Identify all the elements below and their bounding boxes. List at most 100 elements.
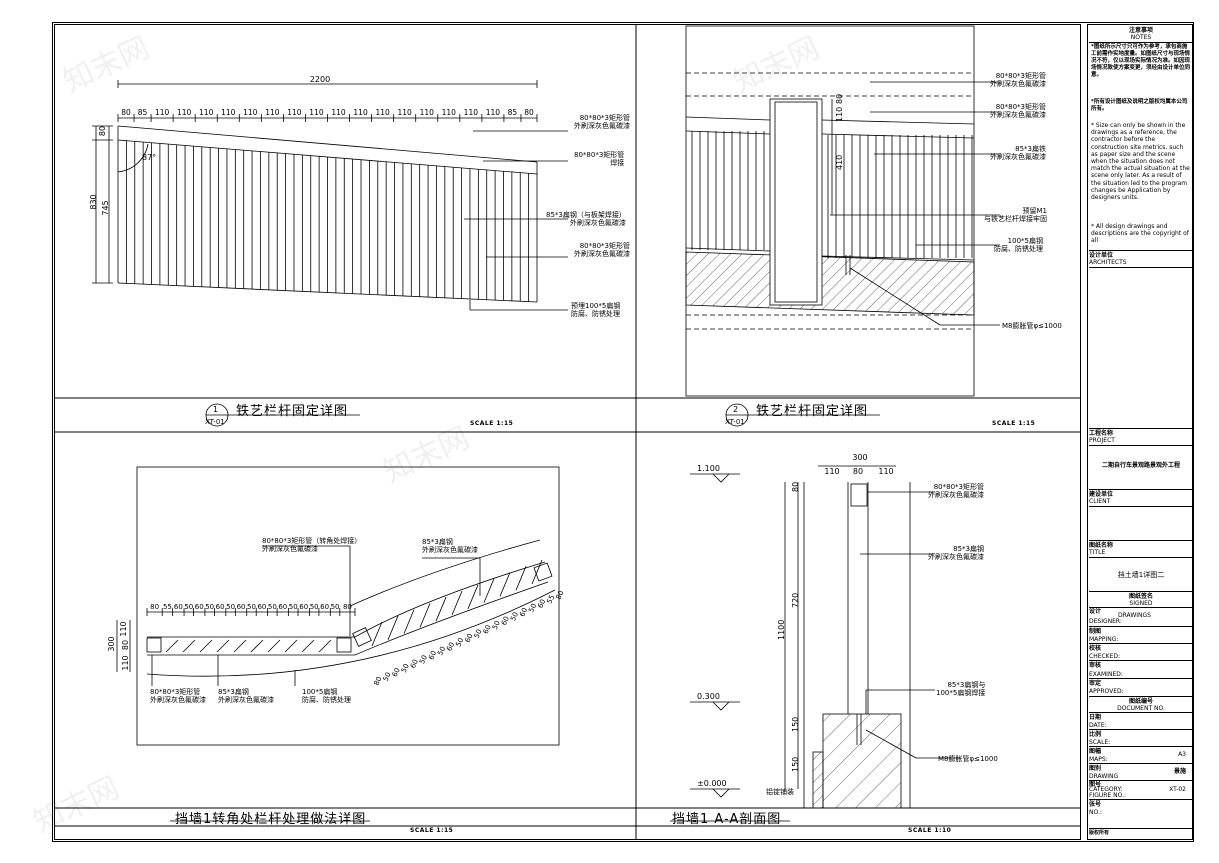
p3-note-2: 85*3扁钢 外刷深灰色氟碳漆 xyxy=(422,538,478,554)
p1-scale: SCALE 1:15 xyxy=(470,420,514,427)
tb-project-value: 二期自行车景观路景观外工程 xyxy=(1101,462,1180,469)
p3-note-5: 100*5扁钢 防腐、防锈处理 xyxy=(302,688,351,704)
p1-dim-label: 110 xyxy=(265,108,280,117)
p2-note-3: 85*3扁铁 外刷深灰色氟碳漆 xyxy=(990,145,1046,161)
svg-text:110: 110 xyxy=(824,467,839,476)
tb-category-cn: 图号 xyxy=(1089,781,1102,788)
p1-dim-label: 110 xyxy=(353,108,368,117)
p3-dim-label: 80 xyxy=(343,603,352,611)
p1-dim-label: 110 xyxy=(199,108,214,117)
p1-dim-label: 110 xyxy=(221,108,236,117)
tb-notes-body-en2: * All design drawings and descriptions a… xyxy=(1091,223,1189,245)
p3-dim-label: 50 xyxy=(205,603,214,611)
tb-project-en: PROJECT xyxy=(1089,437,1115,444)
svg-text:87°: 87° xyxy=(142,153,156,162)
p3-picket xyxy=(531,559,543,585)
p2-note-1: 80*80*3矩形管 外刷深灰色氟碳漆 xyxy=(990,72,1046,88)
p3-picket xyxy=(284,639,298,653)
panel3-corner-plan xyxy=(116,466,560,746)
svg-text:300: 300 xyxy=(852,453,867,462)
p3-dim-label: 80 xyxy=(150,603,159,611)
tb-examined-en: EXAMINED: xyxy=(1089,671,1123,678)
p3-dim-label: 50 xyxy=(268,603,277,611)
p1-dim-label: 110 xyxy=(243,108,258,117)
p3-picket xyxy=(499,572,511,597)
p4-scale: SCALE 1:10 xyxy=(908,827,952,834)
p3-picket xyxy=(165,639,179,653)
tb-date-cn: 日期 xyxy=(1089,714,1102,721)
p1-dim-label: 85 xyxy=(508,108,518,117)
tb-approved-en: APPROVED: xyxy=(1089,688,1124,695)
svg-text:80: 80 xyxy=(835,94,844,104)
p3-dim-label: 60 xyxy=(320,603,329,611)
p3-curve-dim-label: 50 xyxy=(382,671,393,682)
p3-dim-label: 50 xyxy=(289,603,298,611)
svg-text:80: 80 xyxy=(853,467,863,476)
p2-title: 铁艺栏杆固定详图 xyxy=(756,404,869,419)
p3-curve-dim-label: 50 xyxy=(473,628,484,639)
p1-dim-label: 80 xyxy=(524,108,534,117)
p3-picket xyxy=(419,603,431,628)
p4-note-3: 85*3扁钢与 100*5扁钢焊接 xyxy=(936,681,986,697)
tb-architects-en: ARCHITECTS xyxy=(1089,259,1127,266)
p3-picket xyxy=(216,639,230,653)
svg-text:110: 110 xyxy=(878,467,893,476)
panel4-aa-section xyxy=(690,465,960,809)
p3-picket xyxy=(387,615,399,640)
tb-notes-body-cn2: *所有设计图纸及说明之版权均属本公司所有。 xyxy=(1091,99,1188,112)
p1-note-4: 80*80*3矩形管 外刷深灰色氟碳漆 xyxy=(574,242,630,258)
tb-scale-en: SCALE: xyxy=(1089,739,1111,746)
p3-dim-label: 60 xyxy=(195,603,204,611)
tb-no-cn: 张号 xyxy=(1089,801,1102,808)
tb-mapping-cn: 制图 xyxy=(1089,628,1102,635)
tb-notes-cn: 注意事项 xyxy=(1128,27,1153,34)
tb-drawing-value: 景施 xyxy=(1173,768,1186,775)
p3-curve-dim-label: 60 xyxy=(500,615,511,626)
svg-text:±0.000: ±0.000 xyxy=(697,779,727,788)
tb-drawing-cn: 图别 xyxy=(1089,765,1102,772)
p3-picket xyxy=(182,639,196,653)
sheet-border xyxy=(52,22,1194,842)
tb-approved-cn: 审定 xyxy=(1089,680,1102,687)
p3-dim-label: 60 xyxy=(257,603,266,611)
p3-curve-dim-label: 50 xyxy=(436,645,447,656)
p3-note-3: 80*80*3矩形管 外刷深灰色氟碳漆 xyxy=(150,688,206,704)
p3-dim-label: 60 xyxy=(216,603,225,611)
p3-note-1: 80*80*3矩形管（转角处焊接） 外刷深灰色氟碳漆 xyxy=(262,537,362,553)
panel1-railing-elevation xyxy=(92,80,568,311)
svg-text:110: 110 xyxy=(119,621,128,636)
svg-text:410: 410 xyxy=(835,155,844,170)
svg-text:830: 830 xyxy=(89,194,98,209)
p4-note-5: 铝锭铺装 xyxy=(766,788,794,796)
p1-note-3: 85*3扁钢（与板架焊接） 外刷深灰色氟碳漆 xyxy=(546,211,626,227)
p2-note-5: 100*5扁钢 防腐、防锈处理 xyxy=(994,237,1043,253)
p3-dim-label: 60 xyxy=(174,603,183,611)
p1-code: XT-01 xyxy=(205,418,225,426)
tb-notes-body-cn: *图纸所示尺寸只可作为参考，承包商施工前需作实地度量。如图纸尺寸与现场情况不符，… xyxy=(1091,44,1191,78)
p3-picket xyxy=(515,566,527,591)
tb-figure-value: XT-02 xyxy=(1169,786,1186,793)
p3-curve-dim-label: 60 xyxy=(518,607,529,618)
p3-picket xyxy=(451,590,463,616)
p4-title: 挡墙1 A-A剖面图 xyxy=(672,812,782,827)
p4-note-1: 80*80*3矩形管 外刷深灰色氟碳漆 xyxy=(928,483,984,499)
svg-text:0.300: 0.300 xyxy=(697,692,720,701)
p3-note-4: 85*3扁钢 外刷深灰色氟碳漆 xyxy=(218,688,274,704)
p1-number: 1 xyxy=(213,405,219,414)
p1-dim-label: 110 xyxy=(420,108,435,117)
p3-curve-dim-label: 50 xyxy=(509,611,520,622)
p1-dim-label: 110 xyxy=(331,108,346,117)
p3-dim-label: 60 xyxy=(299,603,308,611)
title-block xyxy=(1087,24,1193,840)
p2-number: 2 xyxy=(733,405,739,414)
svg-text:150: 150 xyxy=(791,757,800,772)
panel-dividers xyxy=(54,24,1081,840)
p1-overall-dim: 2200 xyxy=(310,75,330,84)
p4-note-4: M8膨胀管φ≤1000 xyxy=(938,755,998,763)
tb-designer-cn: 设计 xyxy=(1089,608,1102,615)
tb-notes-en: NOTES xyxy=(1130,34,1152,41)
p3-curve-dim-label: 50 xyxy=(527,602,538,613)
p3-curve-dim-label: 60 xyxy=(427,650,438,661)
